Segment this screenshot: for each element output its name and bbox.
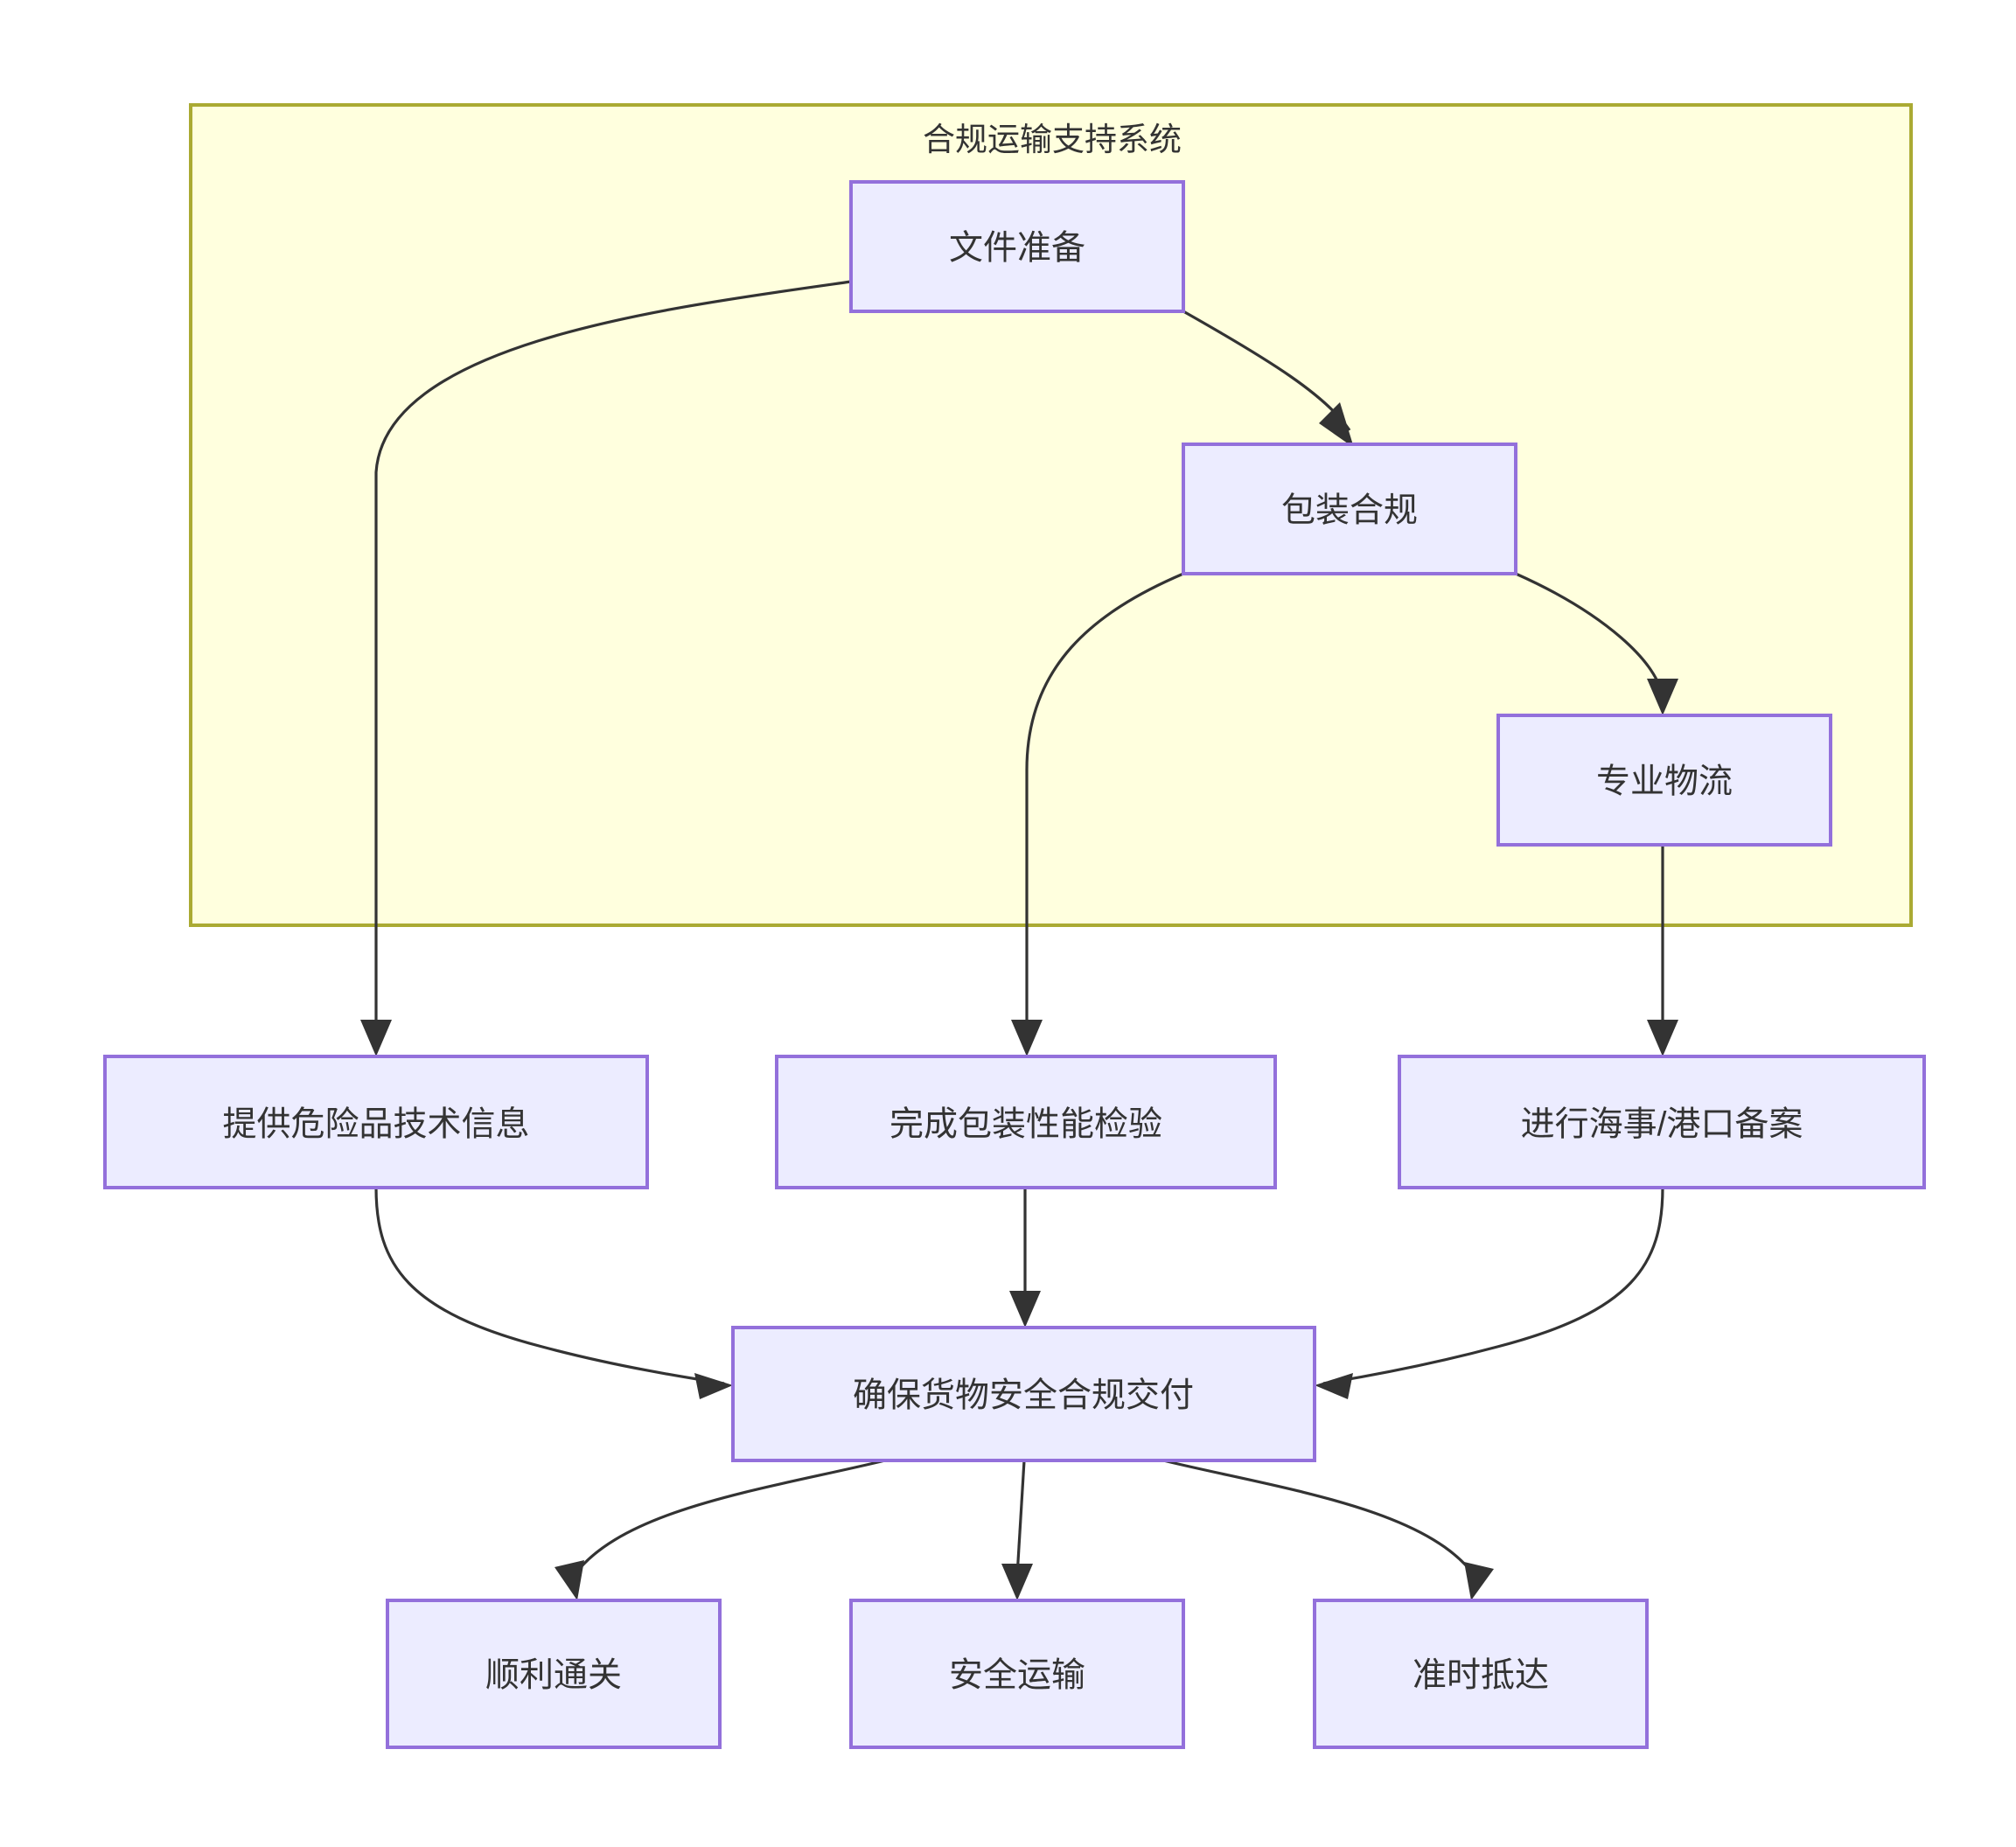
node-label: 准时抵达 — [1413, 1656, 1549, 1694]
arrowhead-pack-compliance — [1319, 402, 1354, 448]
node-doc-prep[interactable]: 文件准备 — [849, 180, 1185, 313]
node-rect[interactable] — [386, 1599, 722, 1749]
node-safe-transport[interactable]: 安全运输 — [849, 1599, 1185, 1749]
node-label: 专业物流 — [1596, 763, 1733, 800]
node-customs[interactable]: 顺利通关 — [386, 1599, 722, 1749]
node-maritime-filing[interactable]: 进行海事/港口备案 — [1398, 1055, 1926, 1189]
node-rect[interactable] — [1313, 1599, 1649, 1749]
arrowhead-safe-delivery-mid — [1009, 1291, 1041, 1328]
edge-safe-delivery-to-on-time — [1162, 1459, 1476, 1577]
arrowhead-maritime-filing — [1647, 1020, 1678, 1056]
node-label: 文件准备 — [949, 229, 1085, 267]
node-label: 顺利通关 — [485, 1656, 622, 1694]
edge-doc-prep-to-tech-info — [374, 280, 852, 1030]
node-rect[interactable] — [103, 1055, 649, 1189]
node-label: 完成包装性能检验 — [889, 1105, 1162, 1143]
arrowhead-safe-delivery-right — [1315, 1373, 1353, 1399]
node-rect[interactable] — [849, 180, 1185, 313]
arrowhead-pro-logistics — [1647, 679, 1678, 715]
node-label: 包装合规 — [1281, 491, 1418, 529]
node-rect[interactable] — [775, 1055, 1277, 1189]
node-pack-compliance[interactable]: 包装合规 — [1182, 443, 1517, 575]
node-rect[interactable] — [731, 1326, 1316, 1462]
edge-tech-info-to-safe-delivery — [374, 1187, 725, 1385]
node-label: 确保货物安全合规交付 — [853, 1377, 1194, 1414]
edge-maritime-filing-to-safe-delivery — [1322, 1187, 1664, 1385]
node-tech-info[interactable]: 提供危险品技术信息 — [103, 1055, 649, 1189]
node-pack-test[interactable]: 完成包装性能检验 — [775, 1055, 1277, 1189]
arrowhead-safe-transport — [1001, 1564, 1033, 1600]
edge-pack-compliance-to-pack-test — [1025, 572, 1184, 1030]
node-rect[interactable] — [1398, 1055, 1926, 1189]
arrowhead-group — [360, 402, 1678, 1600]
node-safe-delivery[interactable]: 确保货物安全合规交付 — [731, 1326, 1316, 1462]
node-label: 提供危险品技术信息 — [222, 1105, 529, 1143]
arrowhead-on-time — [1464, 1562, 1494, 1600]
arrowhead-customs — [555, 1560, 584, 1600]
node-label: 安全运输 — [949, 1656, 1085, 1694]
arrowhead-safe-delivery-left — [694, 1373, 733, 1399]
cluster-title: 合规运输支持系统 — [923, 122, 1182, 157]
node-label: 进行海事/港口备案 — [1521, 1105, 1803, 1143]
arrowhead-tech-info — [360, 1020, 392, 1056]
arrowhead-pack-test — [1011, 1020, 1043, 1056]
node-pro-logistics[interactable]: 专业物流 — [1496, 714, 1832, 847]
node-on-time[interactable]: 准时抵达 — [1313, 1599, 1649, 1749]
edge-safe-delivery-to-customs — [572, 1459, 886, 1577]
node-rect[interactable] — [1182, 443, 1517, 575]
node-rect[interactable] — [1496, 714, 1832, 847]
node-rect[interactable] — [849, 1599, 1185, 1749]
edge-safe-delivery-to-safe-transport — [1015, 1460, 1026, 1577]
